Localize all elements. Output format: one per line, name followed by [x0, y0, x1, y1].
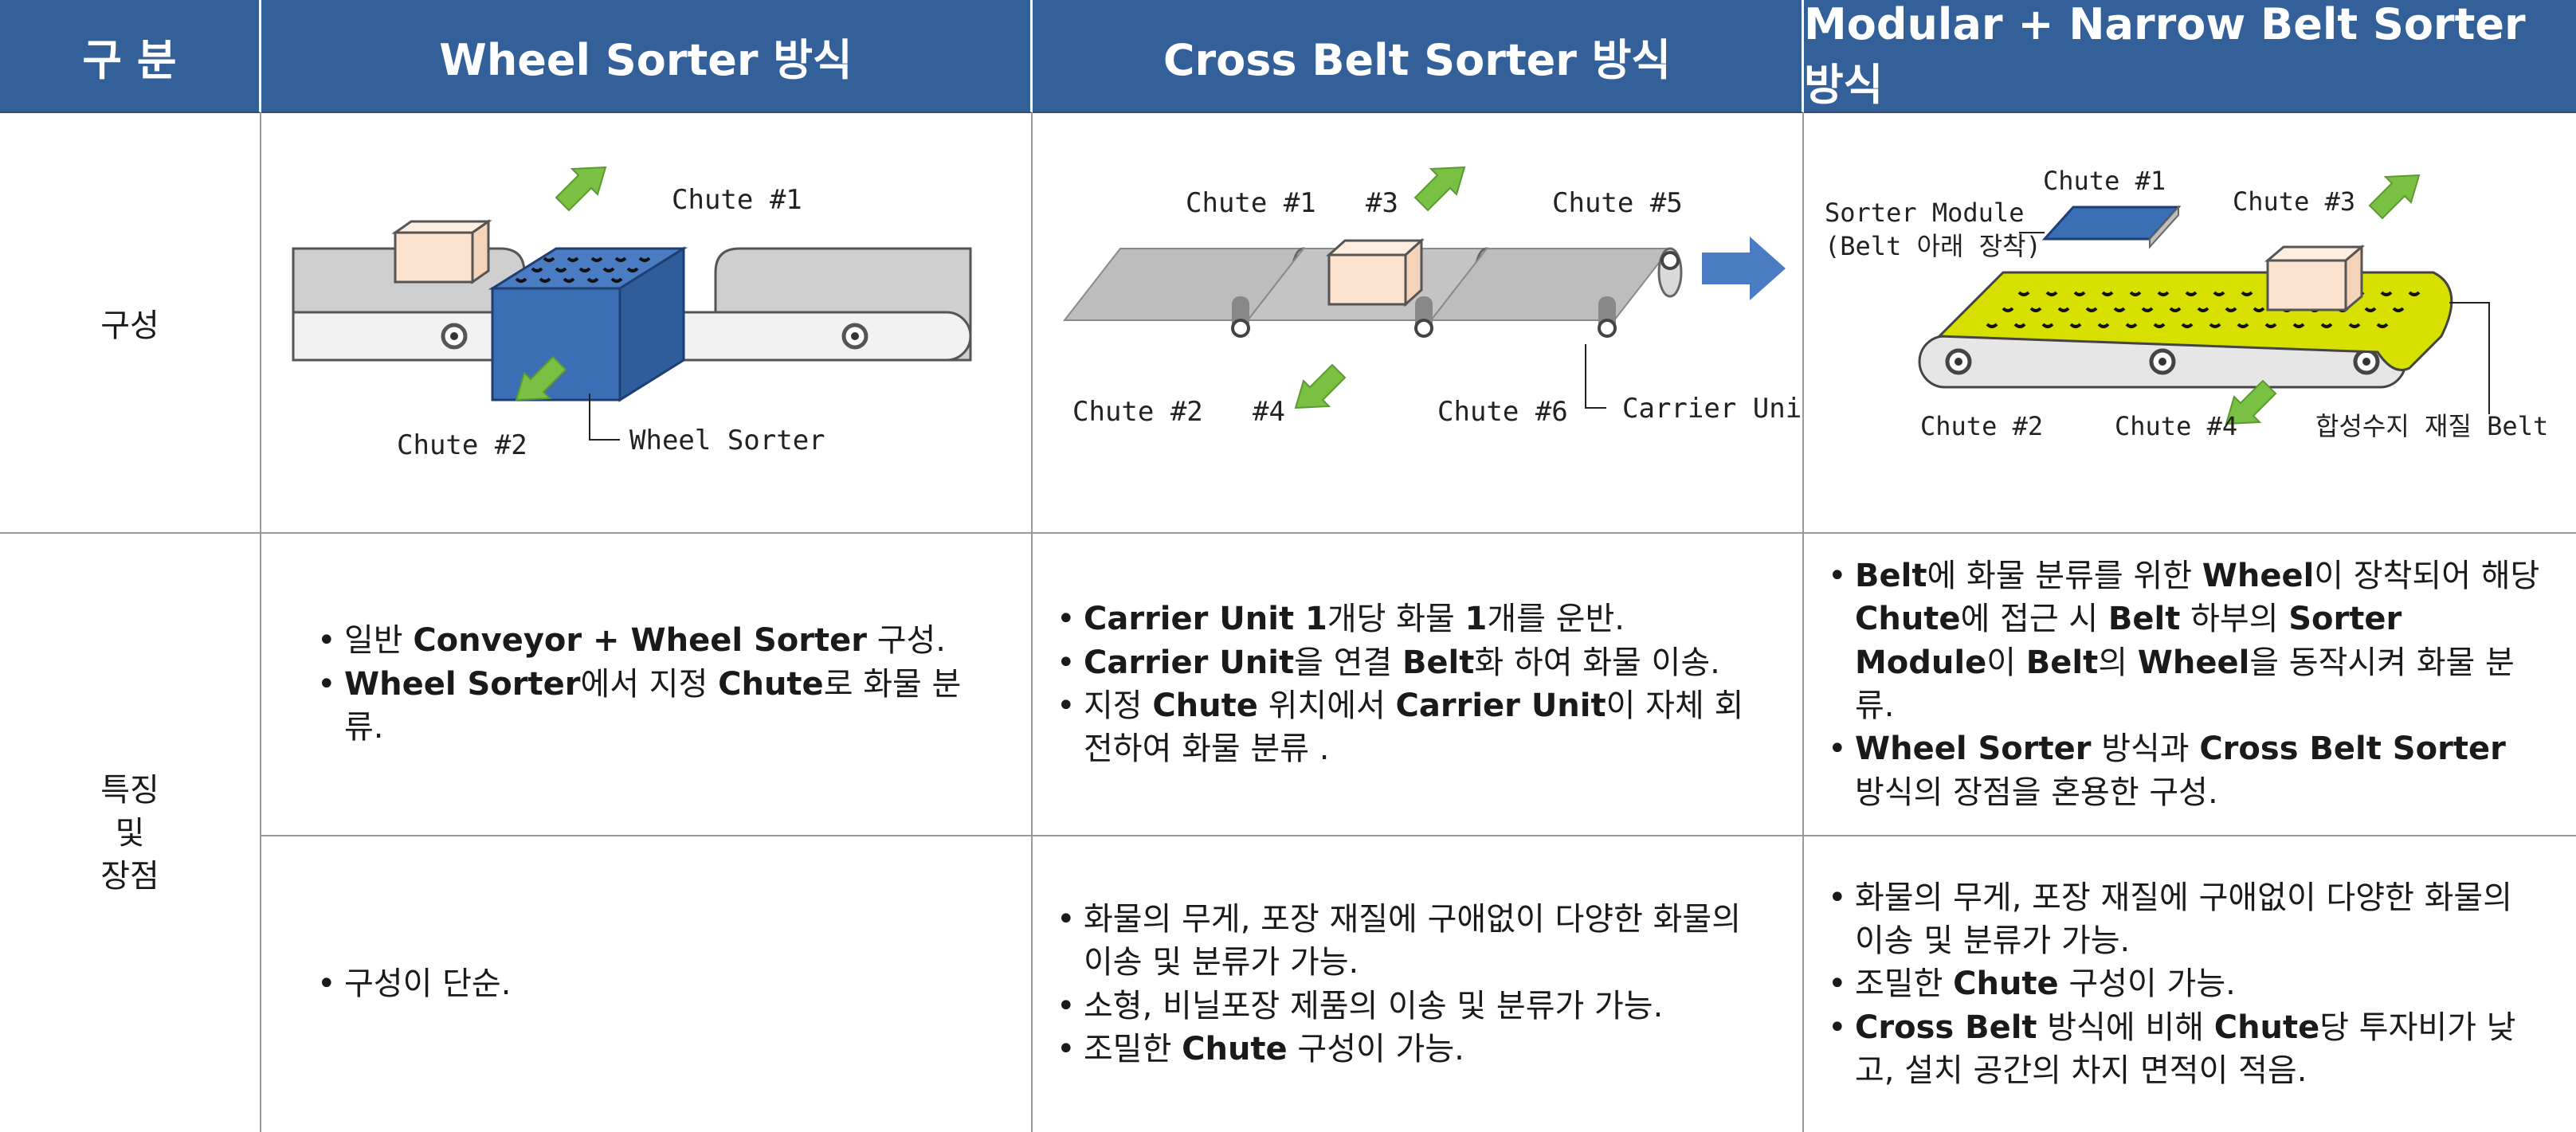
label-sorter-module-sub: (Belt 아래 장착) — [1825, 231, 2041, 261]
leader-line — [1585, 344, 1606, 409]
header-wheel-sorter: Wheel Sorter 방식 — [261, 0, 1033, 113]
row-label-composition: 구성 — [0, 113, 261, 534]
parcel-box — [394, 231, 474, 284]
wheel-features-cell: 일반 Conveyor + Wheel Sorter 구성. Wheel Sor… — [261, 534, 1033, 836]
label-wheel-sorter: Wheel Sorter — [629, 425, 825, 456]
features-label-line-2: 및 — [115, 814, 145, 852]
roller-icon — [1955, 358, 1962, 366]
modular-features-list: Belt에 화물 분류를 위한 Wheel이 장착되어 해당 Chute에 접근… — [1804, 554, 2576, 814]
header-cross-belt-sorter: Cross Belt Sorter 방식 — [1033, 0, 1804, 113]
cross-advantages-cell: 화물의 무게, 포장 재질에 구애없이 다양한 화물의 이송 및 분류가 가능.… — [1033, 836, 1804, 1132]
label-chute-1: Chute #1 — [2043, 166, 2166, 196]
list-item: Wheel Sorter 방식과 Cross Belt Sorter 방식의 장… — [1828, 727, 2544, 814]
roller-icon — [851, 332, 859, 340]
roller-icon — [450, 332, 458, 340]
wheel-sorter-diagram: Chute #1 Chute #2 Wheel Sorter — [292, 166, 972, 461]
leader-line — [2449, 302, 2490, 414]
modular-diagram: Sorter Module (Belt 아래 장착) Chute #1 Chut… — [1825, 166, 2548, 441]
label-sorter-module: Sorter Module — [1825, 198, 2024, 228]
chute-arrow-up-icon — [2368, 174, 2421, 220]
wheel-advantages-list: 구성이 단순. — [261, 962, 559, 1006]
parcel-box-side — [2344, 244, 2363, 313]
sorter-wheels — [515, 257, 651, 283]
list-item: Carrier Unit을 연결 Belt화 하여 화물 이송. — [1057, 641, 1755, 685]
direction-arrow-icon — [1702, 237, 1786, 300]
left-conveyor-side — [292, 311, 526, 362]
label-chute-4: Chute #4 — [2115, 411, 2237, 441]
header-category: 구 분 — [0, 0, 261, 113]
label-chute-4: #4 — [1253, 396, 1285, 428]
features-label-line-3: 장점 — [100, 857, 159, 895]
modular-features-cell: Belt에 화물 분류를 위한 Wheel이 장착되어 해당 Chute에 접근… — [1804, 534, 2576, 836]
sorter-block-side — [618, 246, 685, 402]
list-item: Cross Belt 방식에 비해 Chute당 투자비가 낮고, 설치 공간의… — [1828, 1006, 2544, 1093]
parcel-box-side — [1404, 237, 1423, 307]
cross-belt-diagram-cell: Chute #1 #3 Chute #5 Chute #2 #4 Chute #… — [1033, 113, 1804, 534]
label-chute-2: Chute #2 — [1072, 396, 1203, 428]
list-item: 일반 Conveyor + Wheel Sorter 구성. — [317, 619, 983, 663]
list-item: 화물의 무게, 포장 재질에 구애없이 다양한 화물의 이송 및 분류가 가능. — [1828, 876, 2544, 963]
cross-advantages-list: 화물의 무게, 포장 재질에 구애없이 다양한 화물의 이송 및 분류가 가능.… — [1033, 898, 1802, 1071]
modular-advantages-list: 화물의 무게, 포장 재질에 구애없이 다양한 화물의 이송 및 분류가 가능.… — [1804, 876, 2576, 1093]
list-item: 소형, 비닐포장 제품의 이송 및 분류가 가능. — [1057, 985, 1755, 1028]
list-item: Wheel Sorter에서 지정 Chute로 화물 분류. — [317, 663, 983, 750]
sorter-module-edge — [2149, 205, 2179, 249]
row-label-features: 특징 및 장점 — [0, 534, 261, 1132]
wheel-features-list: 일반 Conveyor + Wheel Sorter 구성. Wheel Sor… — [261, 619, 1031, 749]
label-chute-2: Chute #2 — [397, 429, 527, 461]
label-synthetic-belt: 합성수지 재질 Belt — [2315, 411, 2548, 441]
roller-icon — [2158, 358, 2166, 366]
label-chute-1: Chute #1 — [672, 184, 802, 216]
modular-diagram-cell: Sorter Module (Belt 아래 장착) Chute #1 Chut… — [1804, 113, 2576, 534]
parcel-box — [2266, 259, 2347, 311]
header-modular-sorter: Modular + Narrow Belt Sorter 방식 — [1804, 0, 2576, 113]
cross-belt-diagram: Chute #1 #3 Chute #5 Chute #2 #4 Chute #… — [1062, 166, 1802, 428]
list-item: Belt에 화물 분류를 위한 Wheel이 장착되어 해당 Chute에 접근… — [1828, 554, 2544, 728]
chute-arrow-down-icon — [2225, 379, 2277, 425]
label-chute-2: Chute #2 — [1920, 411, 2043, 441]
leader-line — [589, 394, 620, 441]
list-item: 조밀한 Chute 구성이 가능. — [1828, 962, 2544, 1006]
cross-features-list: Carrier Unit 1개당 화물 1개를 운반. Carrier Unit… — [1033, 597, 1802, 771]
chute-arrow-up-icon — [1413, 166, 1466, 212]
label-chute-6: Chute #6 — [1437, 396, 1568, 428]
parcel-box — [1327, 253, 1407, 306]
list-item: 화물의 무게, 포장 재질에 구애없이 다양한 화물의 이송 및 분류가 가능. — [1057, 898, 1755, 985]
modular-advantages-cell: 화물의 무게, 포장 재질에 구애없이 다양한 화물의 이송 및 분류가 가능.… — [1804, 836, 2576, 1132]
sorter-block-front — [491, 287, 621, 401]
list-item: Carrier Unit 1개당 화물 1개를 운반. — [1057, 597, 1755, 641]
list-item: 조밀한 Chute 구성이 가능. — [1057, 1028, 1755, 1071]
label-chute-5: Chute #5 — [1552, 187, 1683, 219]
label-carrier-unit: Carrier Unit — [1622, 393, 1802, 425]
chute-arrow-down-icon — [1294, 363, 1347, 409]
label-chute-3: Chute #3 — [2233, 186, 2355, 217]
parcel-box-side — [471, 219, 490, 284]
roller-icon — [2362, 358, 2370, 366]
chute-arrow-up-icon — [555, 166, 607, 212]
cross-features-cell: Carrier Unit 1개당 화물 1개를 운반. Carrier Unit… — [1033, 534, 1804, 836]
label-chute-1: Chute #1 — [1186, 187, 1316, 219]
chute-arrow-down-icon — [515, 355, 567, 401]
wheel-sorter-diagram-cell: Chute #1 Chute #2 Wheel Sorter — [261, 113, 1033, 534]
features-label-line-1: 특징 — [100, 771, 159, 809]
label-chute-3: #3 — [1366, 187, 1398, 219]
wheel-advantages-cell: 구성이 단순. — [261, 836, 1033, 1132]
composition-label: 구성 — [100, 307, 159, 344]
list-item: 구성이 단순. — [317, 962, 511, 1006]
list-item: 지정 Chute 위치에서 Carrier Unit이 자체 회전하여 화물 분… — [1057, 684, 1755, 771]
